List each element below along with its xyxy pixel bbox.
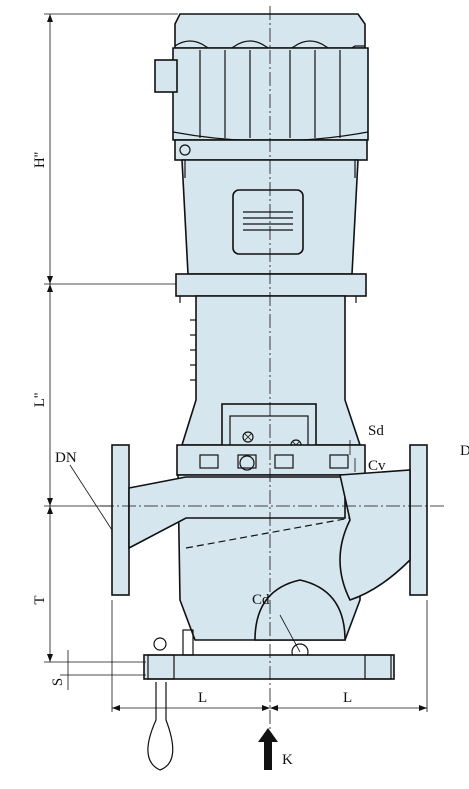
pump-stack [176,295,366,476]
label-sd: Sd [368,423,384,439]
label-t-height: T [32,595,48,604]
label-l-right: L [343,690,352,706]
label-s-height: S [50,678,66,686]
label-cv: Cv [368,458,386,474]
label-dn-right: D [460,443,469,459]
label-l-left: L [198,690,207,706]
base-plate [143,629,395,771]
motor [154,13,369,303]
pump-housing [111,444,428,661]
label-dn-left: DN [55,450,77,466]
dimensions [44,13,428,712]
label-cd: Cd [252,592,270,608]
k-view-arrow [258,728,278,770]
label-l-body: L'' [32,392,48,407]
label-h-motor: H'' [32,152,48,169]
label-k-view: K [282,752,293,768]
